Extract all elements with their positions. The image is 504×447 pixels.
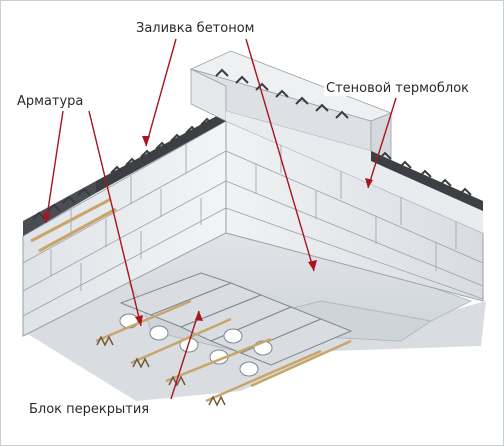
label-floor-block: Блок перекрытия <box>27 402 152 417</box>
floor-blocks <box>119 272 353 377</box>
floor-rebar <box>95 299 352 403</box>
leader-lines <box>45 38 397 400</box>
right-wall <box>189 50 484 302</box>
label-rebar: Арматура <box>15 94 86 109</box>
leader-arrows <box>43 136 373 326</box>
wall-rebar <box>30 197 117 253</box>
rebar-spirals <box>96 335 226 407</box>
rebar-ties-top <box>32 68 472 220</box>
label-concrete-fill: Заливка бетоном <box>134 21 257 36</box>
label-wall-block: Стеновой термоблок <box>324 81 472 96</box>
